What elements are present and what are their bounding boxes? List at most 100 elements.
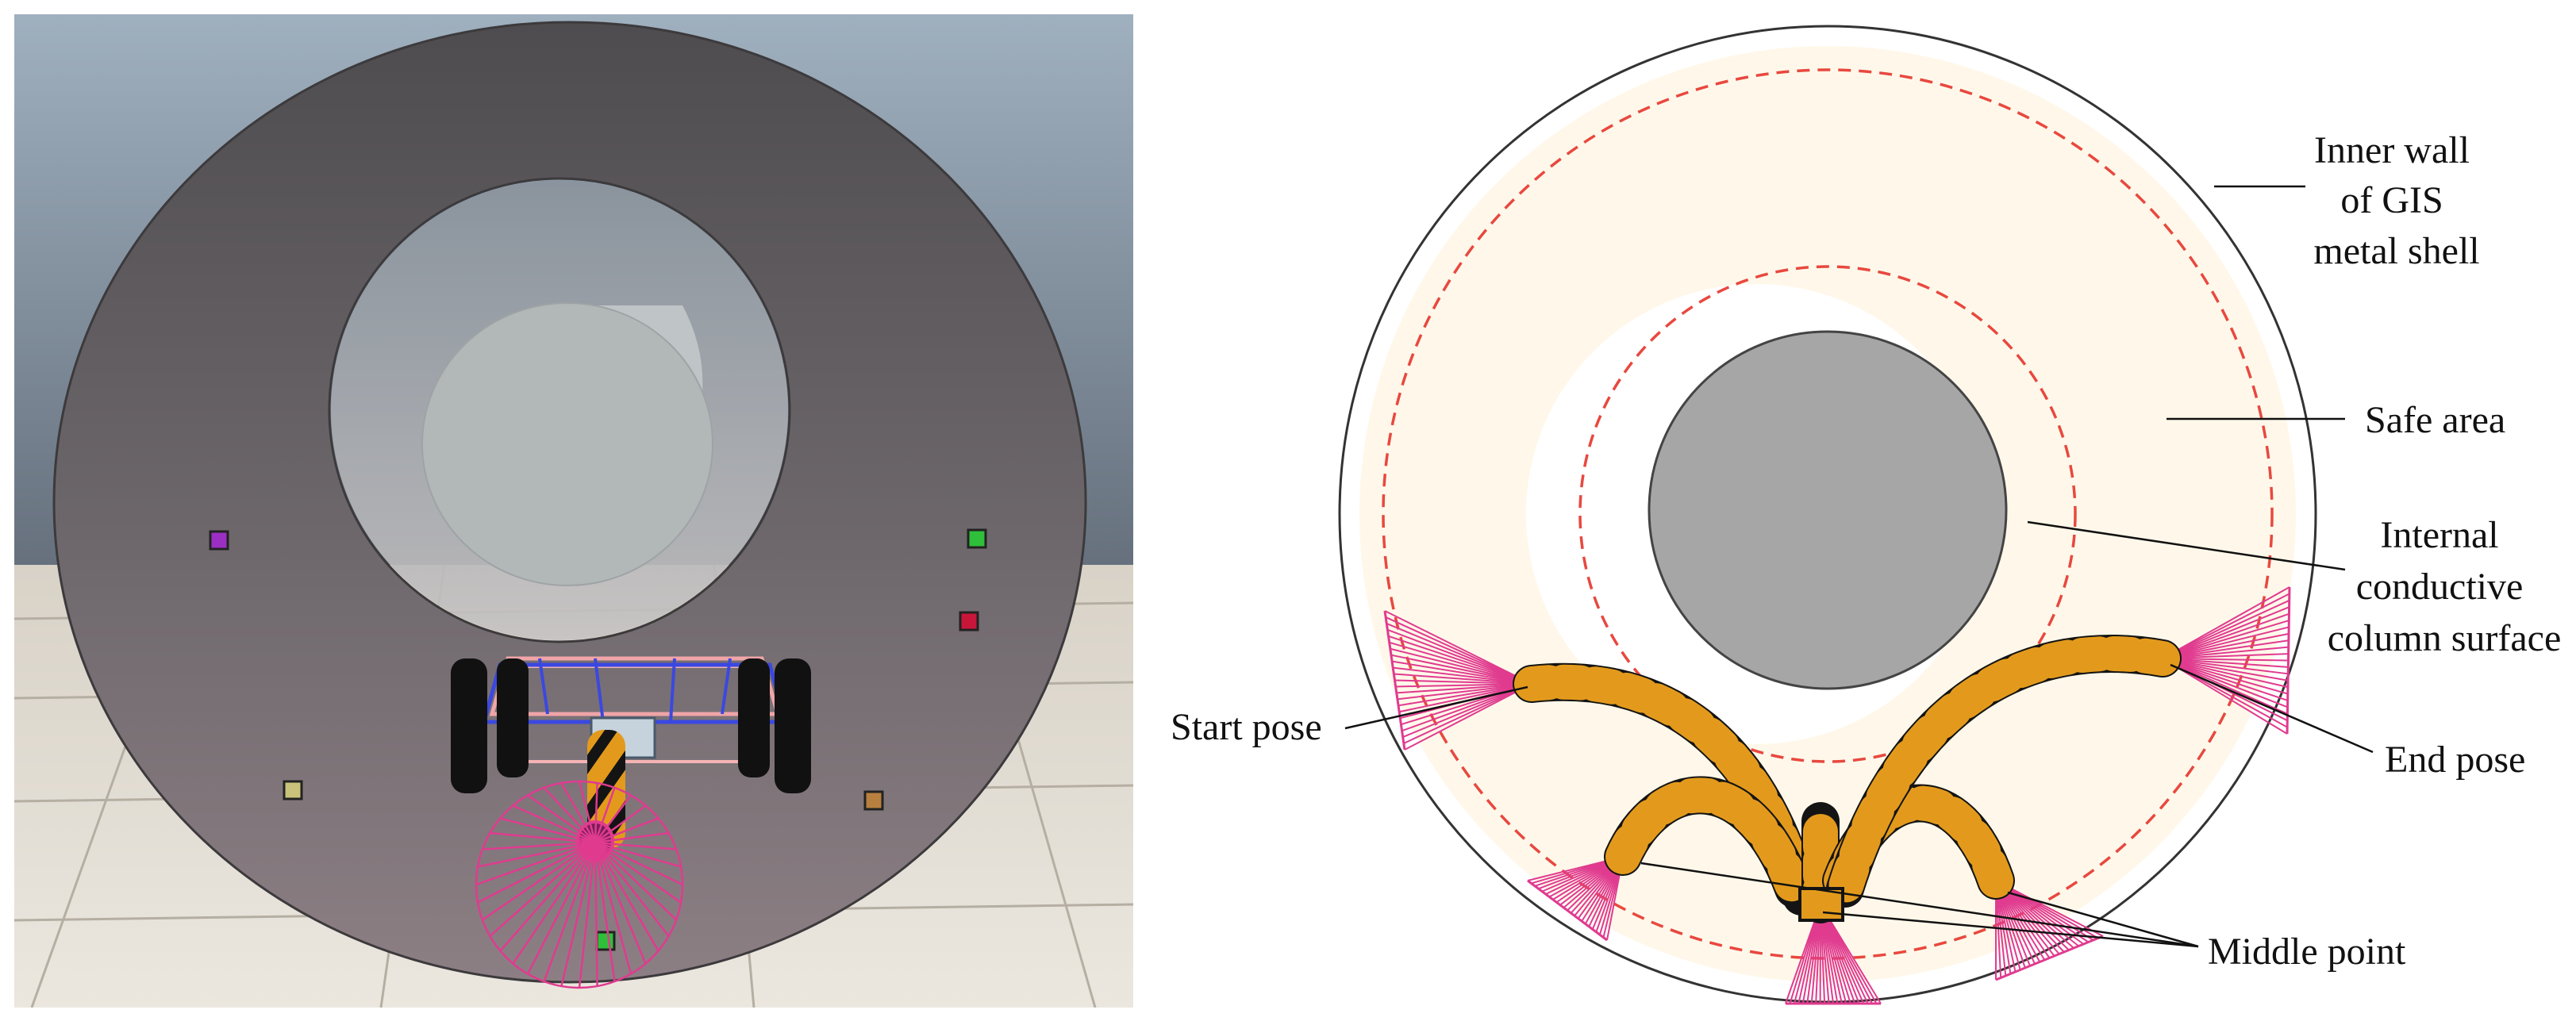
sim-fan-ray	[594, 817, 659, 844]
fan-ray	[1386, 622, 1532, 685]
label-safe-area: Safe area	[2365, 399, 2505, 441]
fan-ray	[2162, 658, 2288, 722]
sim-fan-ray	[490, 831, 596, 844]
fan-ray	[1394, 679, 1532, 685]
robot-arm-middle-left	[1604, 776, 1813, 908]
robot-tracks	[451, 658, 811, 793]
sim-fan-ray	[578, 781, 597, 843]
fan-ray	[1995, 880, 2104, 937]
end-pose-fan	[2162, 586, 2291, 735]
sim-fan-ray	[512, 842, 597, 965]
fan-ray	[1395, 683, 1532, 688]
fan-ray	[2162, 653, 2289, 659]
sim-fan-ray	[594, 841, 683, 886]
label-inner-wall: Inner wall of GIS metal shell	[2313, 129, 2479, 272]
sim-fan-ray	[527, 794, 596, 844]
label-end-pose: End pose	[2385, 739, 2525, 781]
sim-fan-ray	[477, 841, 596, 904]
marker-brown	[863, 790, 884, 811]
label-middle-point: Middle point	[2208, 931, 2406, 973]
marker-green-top	[967, 528, 987, 549]
fan-ray	[1396, 683, 1532, 694]
fan-ray	[1390, 647, 1532, 685]
sim-fan-ray	[594, 842, 659, 952]
fan-ray	[2162, 658, 2288, 715]
sim-fan-ray	[477, 841, 596, 868]
fan-ray	[2162, 593, 2290, 659]
start-pose-fan	[1383, 610, 1532, 751]
sim-fan-ray	[594, 841, 682, 868]
robot-base	[1798, 887, 1844, 922]
sim-fan-ray	[526, 842, 597, 975]
fan-edge	[1527, 879, 1608, 942]
fan-ray	[1389, 641, 1532, 685]
sim-fan-ray	[500, 817, 596, 844]
sim-fan-ray	[594, 804, 647, 844]
fan-ray	[1402, 683, 1532, 739]
sim-fan-ray	[489, 842, 596, 937]
fan-ray	[1397, 683, 1532, 701]
leader-lines	[1344, 185, 2374, 948]
robot-arm-end	[1826, 635, 2182, 908]
sim-fan-ray	[594, 794, 632, 843]
fan-ray	[1391, 660, 1532, 685]
fan-edge	[1995, 935, 2104, 981]
sim-fan-ray	[578, 842, 597, 989]
label-conductor-line2: conductive	[2356, 566, 2524, 608]
marker-green-bottom	[595, 931, 616, 951]
sim-fan-ray	[594, 831, 669, 844]
fan-ray	[2162, 586, 2290, 659]
sim-fan-ray	[594, 782, 598, 843]
fan-ray	[2162, 658, 2289, 662]
sim-fan-ray	[594, 842, 598, 987]
fan-ray	[2162, 658, 2289, 675]
sim-fan-ray	[543, 786, 596, 843]
gis-pipe-shell	[52, 21, 1087, 984]
fan-ray	[2162, 658, 2288, 708]
label-conductor-line1: Internal	[2380, 514, 2498, 556]
fan-ray	[2162, 612, 2290, 659]
label-inner-wall-line2: of GIS	[2340, 179, 2443, 221]
safe-boundary-outer	[1382, 68, 2274, 960]
fan-ray	[1398, 683, 1532, 707]
sim-fan-ray	[594, 841, 682, 904]
fan-ray	[2162, 658, 2289, 681]
fan-edge	[2286, 586, 2291, 735]
fan-ray	[2162, 658, 2289, 701]
fan-ray	[1398, 683, 1532, 713]
sim-fan-ray	[594, 842, 616, 982]
conductor-rod-end	[421, 302, 713, 586]
marker-red	[959, 611, 979, 632]
fan-ray	[1403, 683, 1532, 744]
sim-fan-ray	[560, 782, 597, 843]
sim-fan-ray	[482, 841, 596, 921]
fan-ray	[1385, 616, 1532, 685]
marker-khaki	[283, 780, 303, 800]
fan-ray	[2162, 658, 2289, 695]
sim-fan-ray	[594, 841, 677, 850]
fan-ray	[2162, 639, 2290, 659]
sim-fan-ray	[594, 787, 616, 843]
safe-area-region	[1359, 46, 2296, 982]
fan-ray	[1384, 610, 1532, 685]
fan-ray	[1404, 683, 1532, 751]
sim-fan-ray	[543, 842, 597, 982]
fan-ray	[2162, 658, 2289, 668]
sim-fan-ray	[512, 804, 596, 844]
fan-ray	[1390, 654, 1532, 685]
fan-ray	[2162, 658, 2289, 689]
label-conductor-line3: column surface	[2328, 617, 2562, 659]
internal-conductor	[1647, 330, 2008, 690]
fan-ray	[1388, 635, 1532, 685]
sim-fan-ray	[499, 842, 596, 952]
fan-ray	[1393, 666, 1532, 685]
fan-ray	[2162, 632, 2290, 659]
fan-ray	[2162, 599, 2290, 659]
fan-ray	[2162, 626, 2290, 659]
fan-ray	[1387, 628, 1532, 685]
fan-ray	[1394, 673, 1532, 685]
sensor-fan-circle	[475, 780, 684, 989]
sim-fan-ray	[560, 842, 597, 987]
sim-fan-ray	[475, 841, 596, 886]
fan-edge	[1383, 610, 1406, 751]
